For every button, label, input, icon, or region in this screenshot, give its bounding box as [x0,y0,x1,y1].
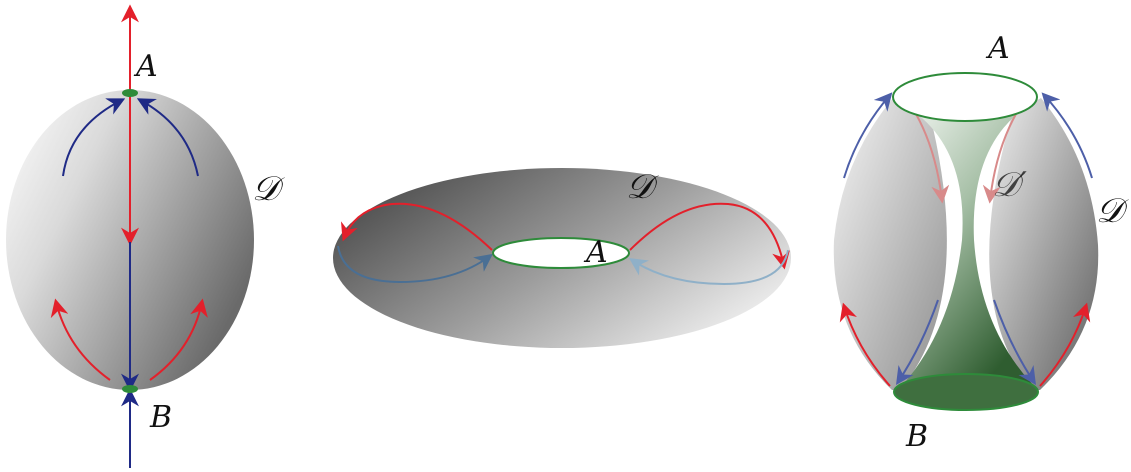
point-b-marker [122,385,138,393]
blue-flow-left [62,98,126,177]
label-sphere-a: A [133,49,158,84]
cyl-red-outer-right [1039,302,1091,387]
label-cyl-a: A [985,31,1010,66]
cylinder-right-lobe [989,98,1099,390]
cyl-blue-outer-left [843,92,893,179]
cyl-red-outer-left [839,302,891,387]
cylinder-bottom-ring [893,373,1039,411]
cylinder-throat [900,110,1036,388]
label-sphere-d: 𝒟 [252,169,285,209]
label-cyl-b: B [905,419,928,454]
cylinder-top-ring [892,72,1038,122]
cylinder-left-lobe [833,98,947,390]
cyl-blue-inner-right [993,299,1036,385]
sphere-figure: A B 𝒟 [6,4,285,468]
cyl-red-inner-left [915,113,950,204]
cyl-red-inner-right [982,113,1017,204]
cyl-blue-outer-right [1041,92,1093,179]
torus-hole [492,237,630,269]
torus-blue-flow-left [337,245,493,284]
label-cyl-d: 𝒟 [1096,191,1129,231]
torus-red-flow-left [340,202,493,251]
red-flow-right [149,298,208,381]
label-torus-a: A [583,235,608,270]
label-cyl-d-prime: 𝒟′ [992,165,1027,205]
label-sphere-b: B [149,400,172,435]
torus-blue-flow-right [629,249,789,286]
torus-figure: A 𝒟 [333,167,791,348]
cyl-blue-inner-left [896,299,939,385]
blue-flow-right [136,98,199,177]
torus-red-flow-right [629,202,790,270]
cylinder-figure: A B 𝒟′ 𝒟 [833,31,1129,454]
red-flow-left [50,298,111,381]
point-a-marker [122,89,138,97]
